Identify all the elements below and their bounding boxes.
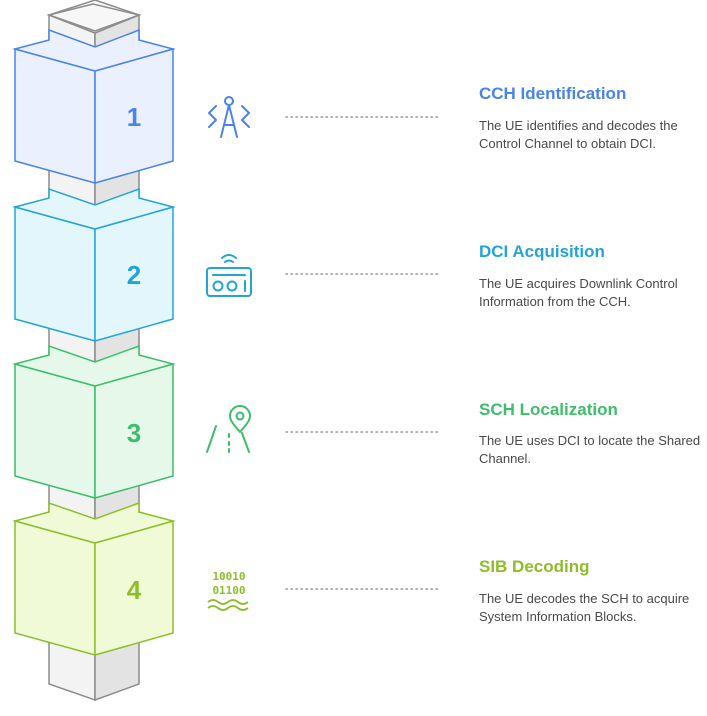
road-location-pin-icon xyxy=(206,405,251,453)
step-1-description: The UE identifies and decodes the Contro… xyxy=(479,118,678,151)
connectors xyxy=(285,116,441,590)
step-3-title: SCH Localization xyxy=(479,400,618,419)
step-number-3: 3 xyxy=(127,418,141,448)
step-2-description: The UE acquires Downlink Control Informa… xyxy=(479,276,678,309)
radio-receiver-icon xyxy=(206,254,252,297)
step-number-1: 1 xyxy=(127,102,141,132)
step-number-4: 4 xyxy=(127,575,142,605)
binary-line-2: 01100 xyxy=(212,584,245,597)
binary-line-1: 10010 xyxy=(212,570,245,583)
block-3: 3 xyxy=(12,344,176,499)
step-number-2: 2 xyxy=(127,260,141,290)
block-2: 2 xyxy=(12,187,176,342)
block-4: 4 xyxy=(12,501,176,656)
step-3-description: The UE uses DCI to locate the Shared Cha… xyxy=(479,433,701,466)
step-2-title: DCI Acquisition xyxy=(479,242,605,261)
binary-data-icon: 10010 01100 xyxy=(207,570,249,611)
step-4-description: The UE decodes the SCH to acquire System… xyxy=(479,591,690,624)
step-1-title: CCH Identification xyxy=(479,84,627,103)
step-4-title: SIB Decoding xyxy=(479,557,590,576)
block-1: 1 xyxy=(12,28,176,184)
antenna-tower-icon xyxy=(208,96,250,138)
